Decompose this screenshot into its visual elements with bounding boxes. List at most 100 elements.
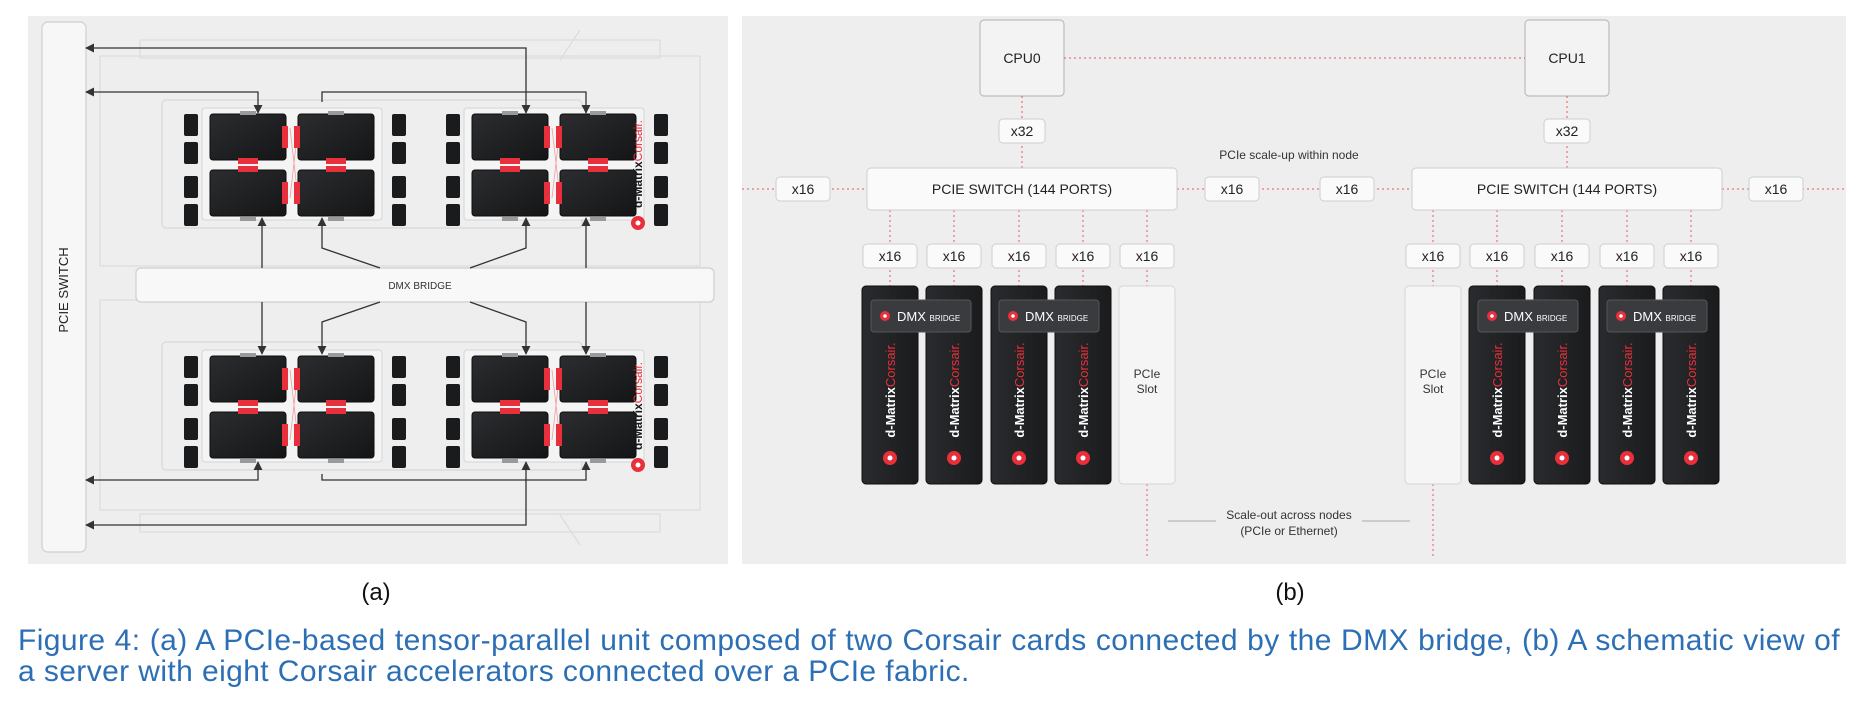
corsair-card-6: d-MatrixCorsair.	[1598, 285, 1656, 485]
memory-module	[654, 204, 668, 226]
corsair-card-a-1: d-MatrixCorsair.	[161, 341, 668, 472]
left-lane-2-label: x16	[1008, 248, 1031, 264]
left-lane-4-box	[1119, 243, 1175, 269]
card-logo-dot	[1624, 455, 1630, 461]
dmx-bridge-text: DMX BRIDGE	[1025, 309, 1088, 324]
card-brand-prefix: d-Matrix	[1620, 386, 1635, 437]
chip-side-pad	[282, 368, 288, 390]
memory-module	[184, 356, 198, 378]
panel-b-sublabel: (b)	[1275, 579, 1304, 606]
dmx-bridge-main: DMX	[1504, 309, 1537, 324]
card-brand: d-MatrixCorsair.	[1490, 342, 1505, 437]
dmatrix-logo-dot	[635, 462, 641, 468]
chip-link-pad	[326, 166, 346, 172]
memory-module	[654, 446, 668, 468]
dmx-bridge-text: DMX BRIDGE	[1504, 309, 1567, 324]
dmx-bridge-main: DMX	[1633, 309, 1666, 324]
accelerator-chip	[559, 355, 637, 403]
corsair-card-5: d-MatrixCorsair.	[1533, 285, 1591, 485]
switch-link-top-outer	[85, 43, 531, 114]
top-chip-link	[321, 91, 591, 114]
pcie-switch-right-label: PCIE SWITCH (144 PORTS)	[1477, 181, 1657, 197]
pcie-switch-bar: PCIE SWITCH	[41, 21, 87, 553]
chip-contact	[328, 111, 344, 115]
dmx-bridge-sub: BRIDGE	[1666, 314, 1697, 323]
chip-link-pad	[326, 400, 346, 406]
left-lane-4-label: x16	[1136, 248, 1159, 264]
chip-link-pad	[238, 166, 258, 172]
lane-left-edge-label: x16	[792, 181, 815, 197]
card-brand-prefix: d-Matrix	[947, 386, 962, 437]
card-brand-name: Corsair.	[1555, 342, 1570, 387]
right-lane-0-box	[1405, 243, 1461, 269]
pcie-slot-line2: Slot	[1137, 382, 1158, 396]
chip-link-pad	[238, 400, 258, 406]
chip-contact	[590, 111, 606, 115]
dmx-bridge: DMX BRIDGE	[135, 267, 715, 303]
card-logo-dot	[887, 455, 893, 461]
chip-contact	[328, 217, 344, 221]
chip-contact	[328, 353, 344, 357]
memory-module	[184, 142, 198, 164]
right-lane-1-label: x16	[1486, 248, 1509, 264]
chip-contact	[240, 459, 256, 463]
accelerator-chip	[297, 355, 375, 403]
accelerator-chip	[559, 169, 637, 217]
dmx-bridge-2: DMX BRIDGE	[1477, 299, 1579, 333]
cpu1-label: CPU1	[1548, 50, 1586, 66]
accelerator-cards: d-MatrixCorsair.d-MatrixCorsair.d-Matrix…	[861, 285, 1720, 485]
chip-contact	[502, 111, 518, 115]
accelerator-chip	[471, 355, 549, 403]
card-brand-name: Corsair.	[1490, 342, 1505, 387]
dmx-bridge-0: DMX BRIDGE	[870, 299, 972, 333]
corsair-cards: d-MatrixCorsair. d-MatrixCorsair.	[161, 99, 668, 472]
card-body	[1468, 285, 1526, 485]
memory-module	[184, 418, 198, 440]
chip-link-pad	[500, 166, 520, 172]
memory-module	[654, 384, 668, 406]
chip-side-pad	[294, 182, 300, 204]
card-brand-name: Corsair.	[1620, 342, 1635, 387]
dmx-bridge-icon-dot	[1619, 314, 1623, 318]
pcie-slot-line1: PCIe	[1420, 367, 1447, 381]
memory-module	[446, 446, 460, 468]
bridge-link-7	[317, 301, 381, 355]
cpu1-link-width-box	[1543, 118, 1591, 144]
right-lane-3-label: x16	[1616, 248, 1639, 264]
lane-right-edge-label: x16	[1765, 181, 1788, 197]
right-lane-2-box	[1534, 243, 1590, 269]
memory-module	[392, 384, 406, 406]
memory-module	[392, 204, 406, 226]
card-brand: d-MatrixCorsair.	[1555, 342, 1570, 437]
card-brand-prefix: d-Matrix	[1012, 386, 1027, 437]
card-brand-name: Corsair.	[883, 342, 898, 387]
brand-name: Corsair.	[631, 362, 645, 403]
memory-module	[654, 356, 668, 378]
card-brand: d-MatrixCorsair.	[1012, 342, 1027, 437]
memory-module	[184, 384, 198, 406]
left-lane-1-box	[926, 243, 982, 269]
chip-contact	[590, 217, 606, 221]
corsair-card-2: d-MatrixCorsair.	[990, 285, 1048, 485]
chip-side-pad	[294, 368, 300, 390]
card-brand: d-MatrixCorsair.	[1684, 342, 1699, 437]
card-brand-name: Corsair.	[1684, 342, 1699, 387]
corsair-card-7: d-MatrixCorsair.	[1662, 285, 1720, 485]
corsair-card-a-0: d-MatrixCorsair.	[161, 99, 668, 230]
dmx-bridge-1: DMX BRIDGE	[998, 299, 1100, 333]
chip-contact	[502, 353, 518, 357]
chip-side-pad	[556, 424, 562, 446]
chip-contact	[328, 459, 344, 463]
card-brand-prefix: d-Matrix	[883, 386, 898, 437]
chip-side-pad	[294, 126, 300, 148]
memory-module	[184, 446, 198, 468]
dmatrix-logo-dot	[635, 220, 641, 226]
dmx-bridge-3: DMX BRIDGE	[1606, 299, 1708, 333]
pcie-switch-box	[41, 21, 87, 553]
cpu1: CPU1	[1524, 19, 1610, 97]
corsair-card-0: d-MatrixCorsair.	[861, 285, 919, 485]
memory-module	[446, 384, 460, 406]
card-brand: d-MatrixCorsair.	[883, 342, 898, 437]
chip-link-pad	[588, 408, 608, 414]
dmx-bridge-icon-dot	[883, 314, 887, 318]
